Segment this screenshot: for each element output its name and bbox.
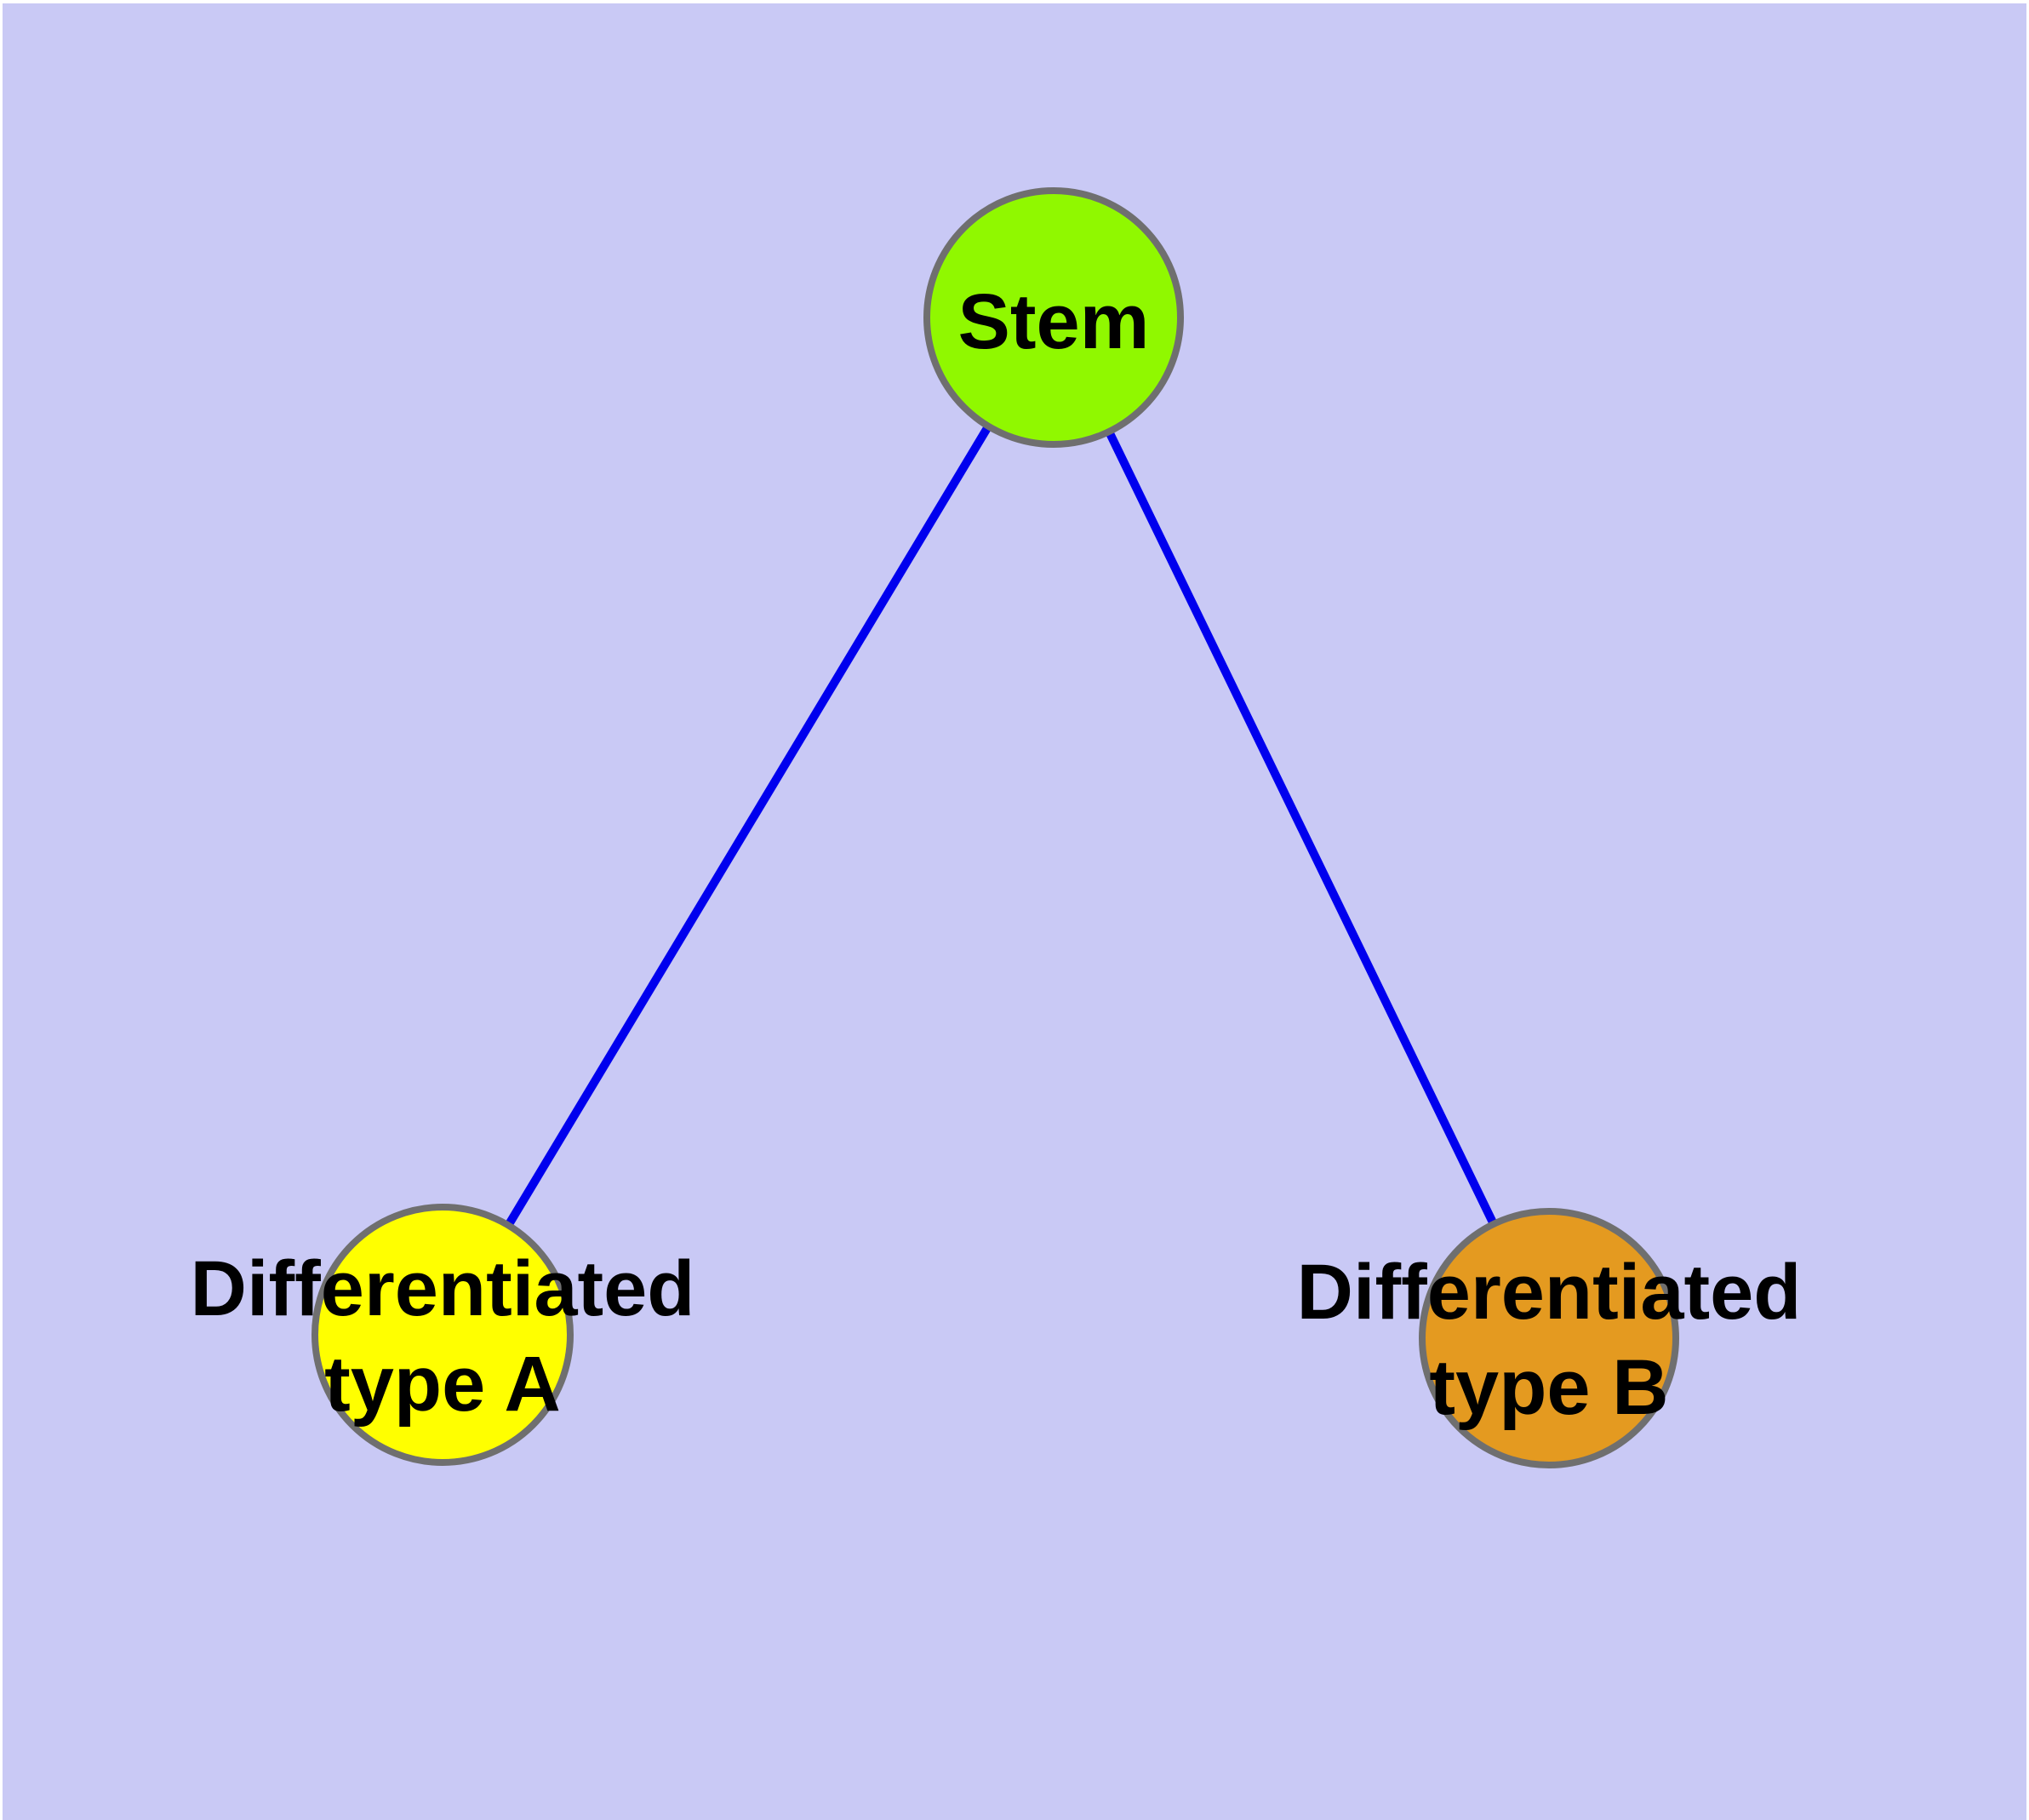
- node-type-b-label-line-1: Differentiated: [1297, 1249, 1802, 1336]
- node-type-b: [1419, 1208, 1679, 1468]
- node-type-b-label-line-2: type B: [1429, 1344, 1668, 1431]
- node-type-a-label-line-1: Differentiated: [191, 1245, 695, 1332]
- node-stem-label: Stem: [958, 278, 1150, 365]
- node-type-a: [311, 1204, 574, 1466]
- node-type-a-label-line-2: type A: [324, 1341, 561, 1428]
- node-stem: [923, 187, 1184, 448]
- edge-stem-to-type-b: [1049, 315, 1553, 1341]
- edge-stem-to-type-a: [438, 315, 1058, 1337]
